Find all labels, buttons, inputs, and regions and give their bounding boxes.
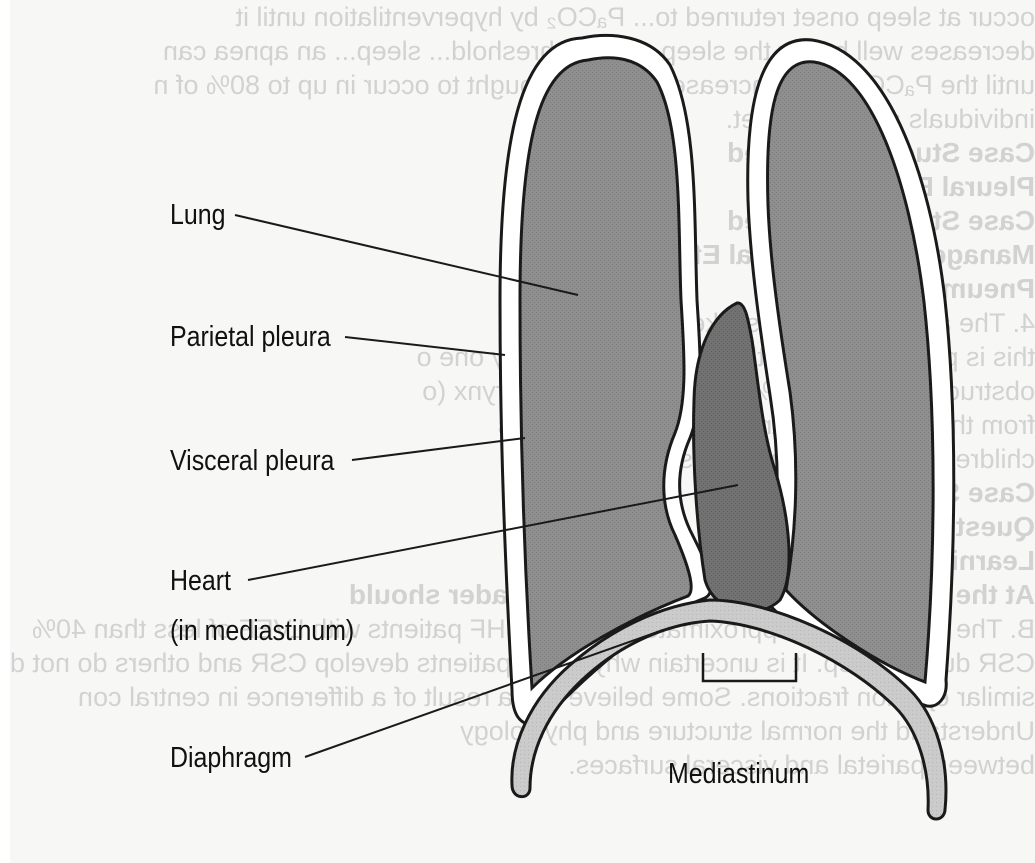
label-lung: Lung	[170, 198, 225, 230]
label-heart-location: (in mediastinum)	[170, 614, 354, 646]
parietal-pleura-leader-line	[345, 337, 505, 355]
mediastinum-bracket	[703, 653, 796, 681]
label-diaphragm: Diaphragm	[170, 741, 292, 773]
left-lung	[520, 58, 691, 688]
label-visceral-pleura: Visceral pleura	[170, 444, 335, 476]
diaphragm-leader-line	[305, 630, 663, 757]
label-mediastinum: Mediastinum	[668, 757, 809, 789]
label-parietal-pleura: Parietal pleura	[170, 320, 332, 352]
visceral-pleura-leader-line	[352, 438, 525, 460]
label-heart: Heart	[170, 564, 231, 596]
